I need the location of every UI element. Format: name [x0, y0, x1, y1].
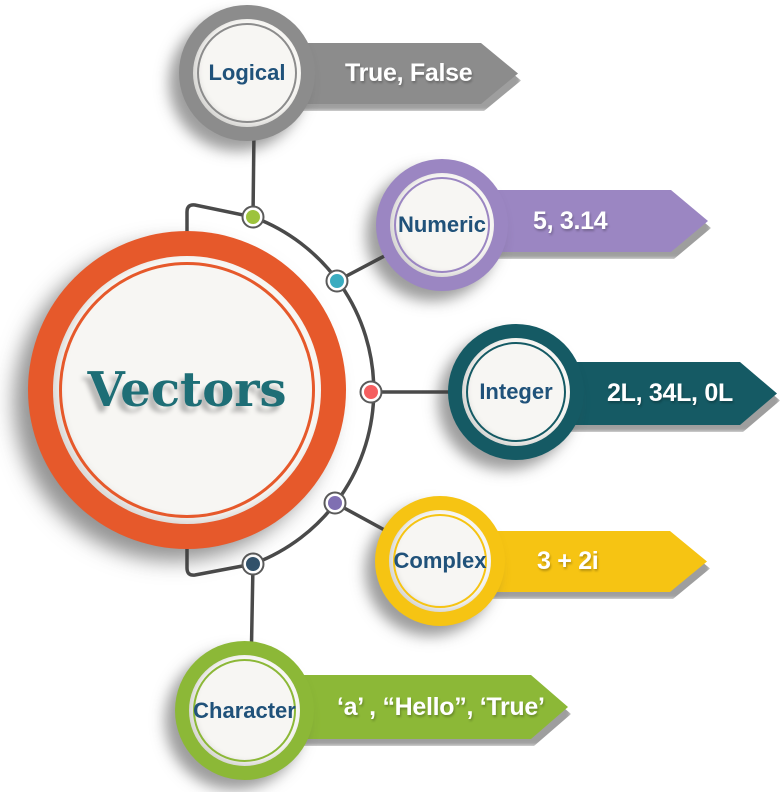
logical-label: Logical — [208, 60, 286, 85]
dot-integer-icon — [364, 385, 378, 399]
character-values: ‘a’ , “Hello”, ‘True’ — [337, 692, 545, 721]
integer-label: Integer — [479, 379, 553, 404]
integer-circle: Integer — [448, 324, 584, 460]
circle-inner-ring — [393, 514, 487, 608]
character-circle: Character — [175, 641, 314, 780]
numeric-values: 5, 3.14 — [533, 206, 608, 235]
complex-circle: Complex — [375, 496, 505, 626]
numeric-circle: Numeric — [376, 159, 508, 291]
dot-character-icon — [246, 557, 260, 571]
numeric-label: Numeric — [397, 212, 487, 237]
complex-values: 3 + 2i — [537, 547, 599, 575]
spoke-logical — [251, 128, 256, 219]
circle-inner-ring — [193, 659, 296, 762]
dot-numeric-icon — [330, 274, 344, 288]
diagram-title: Vectors — [87, 362, 287, 418]
circle-inner-ring — [197, 23, 297, 123]
dot-logical-icon — [246, 210, 260, 224]
central-vectors-circle: Vectors — [28, 231, 346, 549]
circle-inner-ring — [466, 342, 566, 442]
logical-circle: Logical — [179, 5, 315, 141]
circle-inner-ring — [394, 177, 490, 273]
character-label: Character — [193, 697, 296, 723]
integer-values: 2L, 34L, 0L — [607, 379, 733, 407]
logical-values: True, False — [345, 59, 473, 87]
complex-label: Complex — [393, 548, 487, 573]
dot-complex-icon — [328, 496, 342, 510]
central-circle-inner-ring — [59, 262, 315, 518]
